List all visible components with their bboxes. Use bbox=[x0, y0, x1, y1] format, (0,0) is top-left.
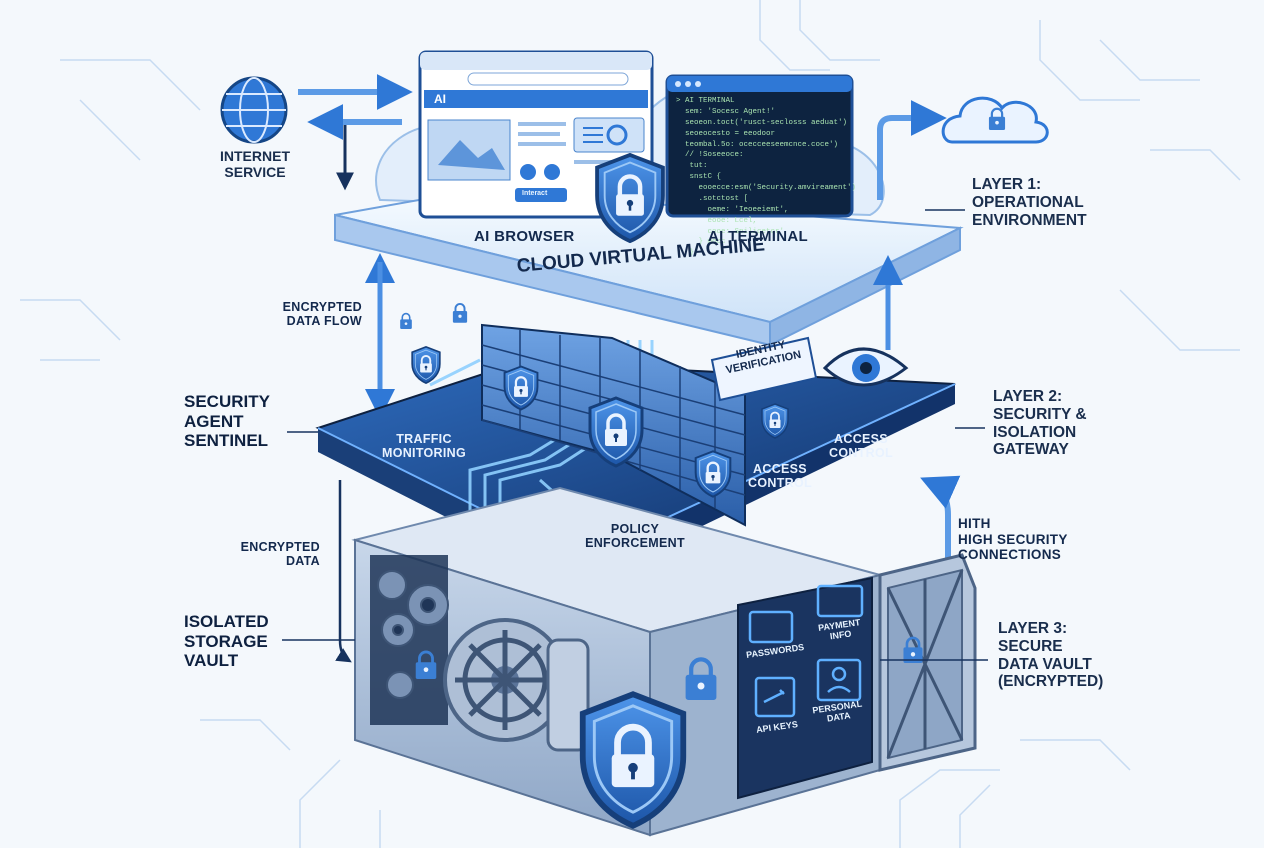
terminal-line: seoeocesto = eeodoor bbox=[676, 129, 776, 138]
traffic-monitoring-label: TRAFFIC MONITORING bbox=[381, 432, 467, 461]
terminal-line: .sotctost [ bbox=[676, 194, 749, 203]
ai-terminal-window bbox=[665, 74, 854, 218]
data-panel bbox=[737, 576, 873, 800]
globe-icon bbox=[220, 76, 288, 144]
security-agent-label: SECURITY AGENT SENTINEL bbox=[184, 392, 270, 451]
layer1-label: LAYER 1: OPERATIONAL ENVIRONMENT bbox=[972, 176, 1087, 229]
ai-browser-label: AI BROWSER bbox=[474, 228, 575, 245]
terminal-line: tut: bbox=[676, 162, 708, 171]
terminal-line: sem: 'Socesc Agent!' bbox=[676, 107, 776, 116]
browser-title: AI bbox=[434, 92, 446, 106]
cloud-lock-icon bbox=[941, 96, 1049, 144]
policy-enforcement-label: POLICY ENFORCEMENT bbox=[585, 522, 685, 551]
high-security-label: HITH HIGH SECURITY CONNECTIONS bbox=[958, 516, 1068, 563]
terminal-line: eooe: Lcel, bbox=[676, 216, 758, 225]
circuit-background bbox=[20, 0, 1241, 848]
eye-icon bbox=[822, 347, 909, 387]
terminal-line: oeme: 'Ieoeeiemt', bbox=[676, 205, 789, 214]
vault-handle bbox=[546, 638, 590, 752]
access-control-label-2: ACCESS CONTROL bbox=[748, 462, 812, 491]
ai-browser-window bbox=[418, 50, 654, 219]
terminal-line: > AI TERMINAL bbox=[676, 97, 735, 105]
layer3-label: LAYER 3: SECURE DATA VAULT (ENCRYPTED) bbox=[998, 620, 1104, 691]
terminal-line: teombal.5o: ocecceeseemcnce.coce') bbox=[676, 140, 839, 149]
vault-dial bbox=[443, 618, 567, 742]
isolated-storage-label: ISOLATED STORAGE VAULT bbox=[184, 612, 269, 671]
identity-verification-card bbox=[710, 336, 818, 402]
terminal-code: > AI TERMINAL sem: 'Socesc Agent!' seoeo… bbox=[676, 96, 856, 259]
small-lock-icon bbox=[451, 302, 469, 324]
vault-door-open bbox=[878, 553, 977, 772]
small-lock-icon bbox=[399, 312, 413, 330]
terminal-line: snstC { bbox=[676, 173, 722, 182]
encrypted-data-label: ENCRYPTED DATA bbox=[240, 540, 320, 569]
layer2-label: LAYER 2: SECURITY & ISOLATION GATEWAY bbox=[993, 388, 1087, 459]
terminal-line: }, bbox=[676, 249, 699, 258]
browser-interact-button[interactable]: Interact bbox=[522, 190, 548, 197]
label-connectors bbox=[282, 209, 988, 661]
access-control-label-1: ACCESS CONTROL bbox=[829, 432, 893, 461]
traffic-shield-icon bbox=[411, 345, 441, 385]
encrypted-data-flow-label: ENCRYPTED DATA FLOW bbox=[282, 300, 362, 329]
terminal-line: seoeon.toct('rusct-seclosss aeduat') bbox=[676, 118, 848, 127]
terminal-line: // !Soseeoce: bbox=[676, 151, 744, 160]
terminal-line: cooe: Spilicetor' bbox=[676, 227, 785, 236]
terminal-line: } mocc bbox=[676, 238, 726, 247]
ai-terminal-label: AI TERMINAL bbox=[708, 228, 808, 245]
internet-service-label: INTERNET SERVICE bbox=[220, 148, 290, 181]
gears-icon bbox=[377, 570, 449, 699]
layer1-platform bbox=[334, 188, 964, 347]
terminal-line: eooecce:esm('Security.amvireament') bbox=[676, 184, 857, 192]
